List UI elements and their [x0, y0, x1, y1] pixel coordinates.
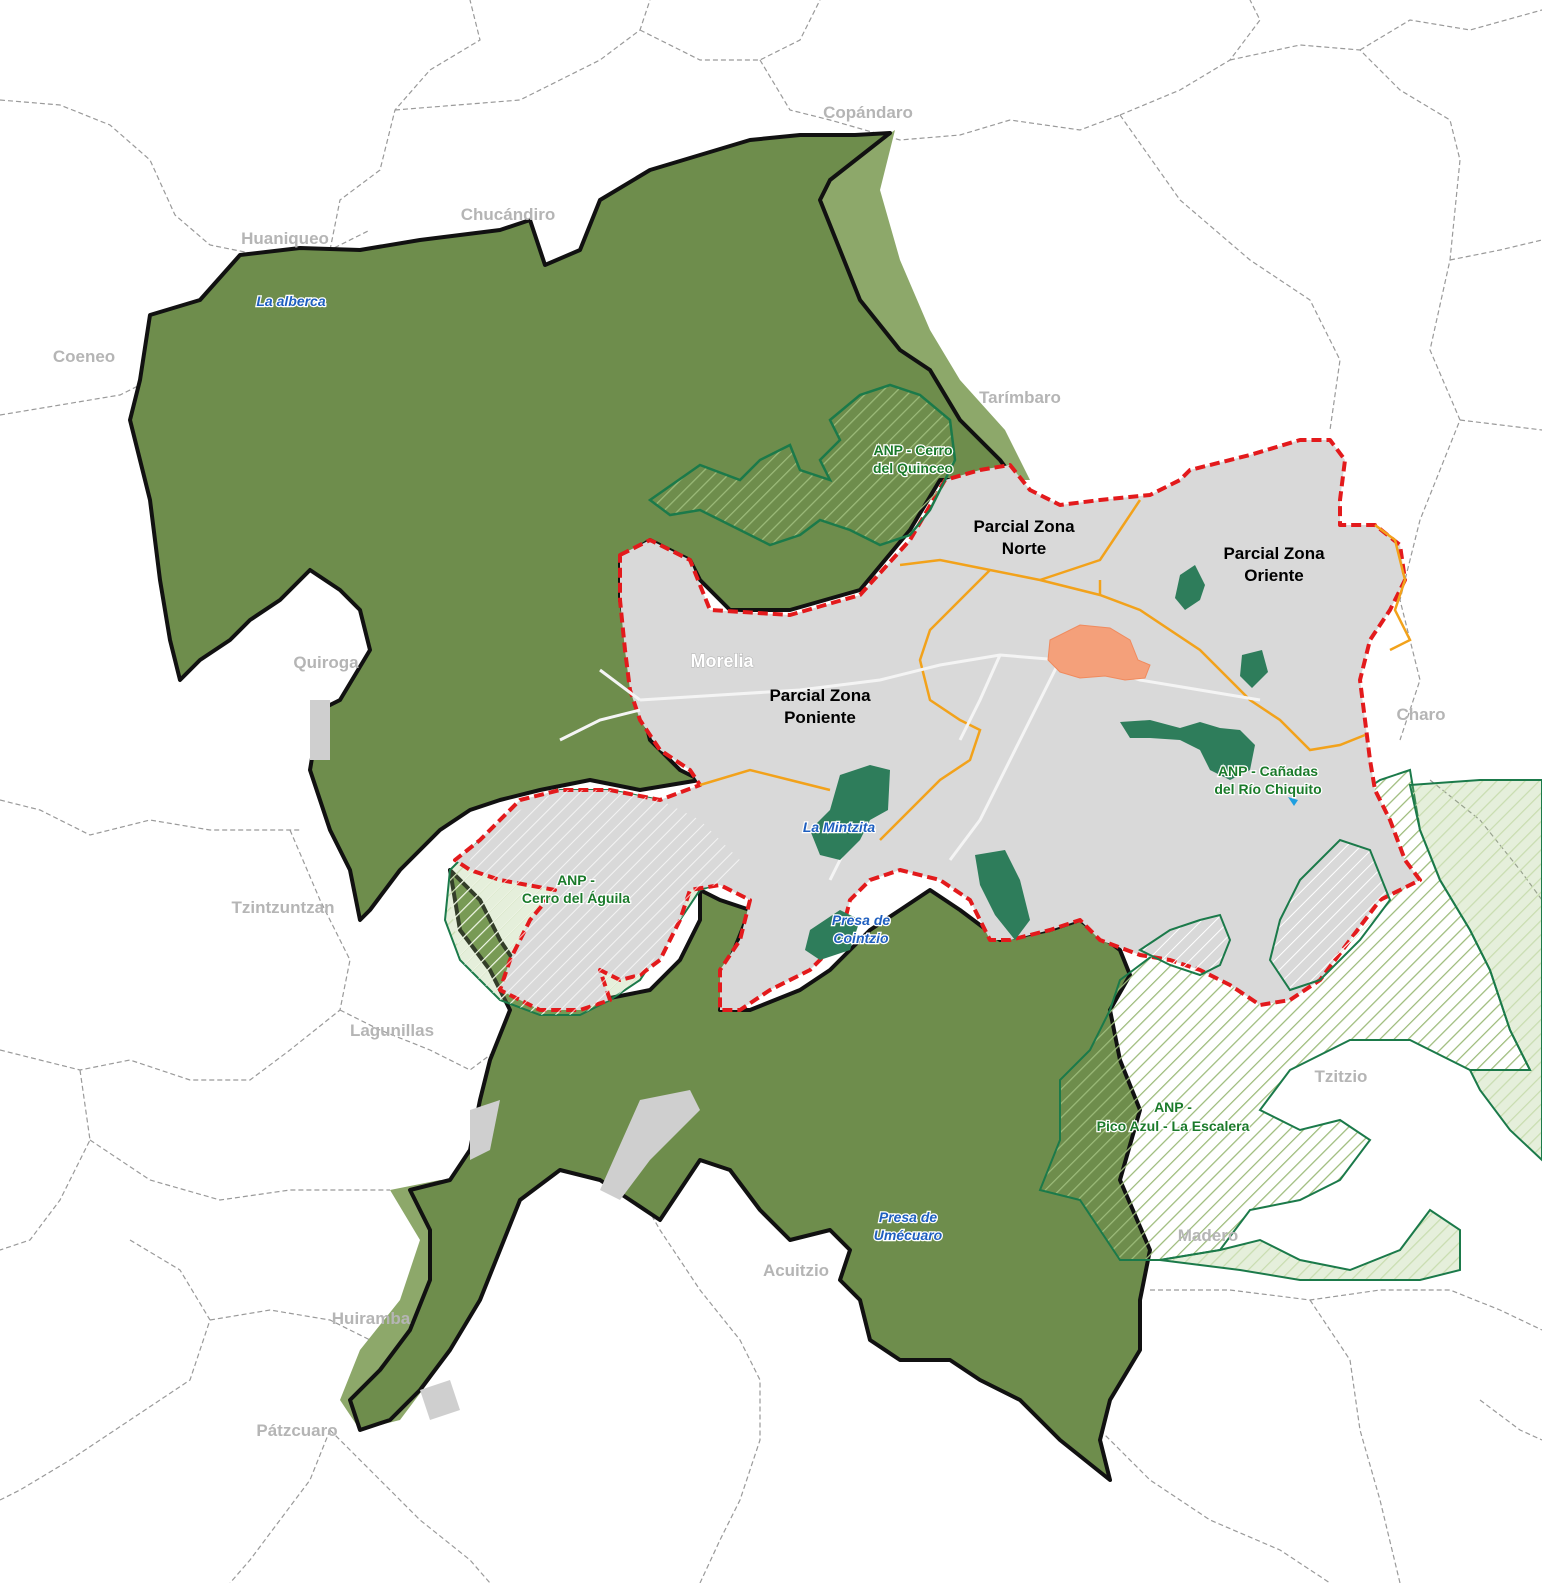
park-patches — [805, 565, 1268, 960]
label-zona-norte-1: Parcial Zona — [973, 517, 1075, 536]
label-anp-quinceo-2: del Quinceo — [873, 460, 953, 476]
label-lagunillas: Lagunillas — [350, 1021, 434, 1040]
anp-aguila-urban-hatch — [450, 790, 740, 1015]
historic-center — [1047, 624, 1151, 681]
label-chucandiro: Chucándiro — [461, 205, 555, 224]
label-copandaro: Copándaro — [823, 103, 913, 122]
zone-dividers — [699, 499, 1412, 841]
label-anp-pico-azul-1: ANP - — [1154, 1099, 1192, 1115]
anp-east-urban-hatch — [1268, 838, 1392, 992]
label-acuitzio: Acuitzio — [763, 1261, 829, 1280]
water-body — [1288, 797, 1298, 806]
label-presa-cointzio-1: Presa de — [832, 912, 891, 928]
label-tzitzio: Tzitzio — [1315, 1067, 1368, 1086]
anp-labels: ANP - Cerro del Quinceo ANP - Cañadas de… — [521, 441, 1323, 1136]
municipality-labels: Copándaro Chucándiro Huaniqueo Coeneo Ta… — [53, 103, 1446, 1440]
label-morelia: Morelia — [690, 651, 754, 671]
terrain-gray-bits — [310, 700, 700, 1420]
label-anp-aguila-2: Cerro del Águila — [522, 890, 630, 906]
label-huiramba: Huiramba — [332, 1309, 411, 1328]
water-labels: La alberca La Mintzita Presa de Cointzio… — [255, 292, 944, 1245]
label-tzintzuntzan: Tzintzuntzan — [232, 898, 335, 917]
label-zona-norte-2: Norte — [1002, 539, 1046, 558]
label-huaniqueo: Huaniqueo — [241, 229, 329, 248]
label-presa-umecuaro-2: Umécuaro — [874, 1227, 943, 1243]
forest-halo — [820, 130, 1030, 480]
label-madero: Madero — [1178, 1226, 1238, 1245]
label-anp-canadas-2: del Río Chiquito — [1214, 781, 1321, 797]
anp-south-urban-hatch — [1138, 913, 1232, 977]
label-quiroga: Quiroga — [293, 653, 359, 672]
label-anp-aguila-1: ANP - — [557, 872, 595, 888]
label-anp-canadas-1: ANP - Cañadas — [1218, 763, 1318, 779]
zone-labels: Parcial Zona Norte Parcial Zona Oriente … — [769, 517, 1325, 727]
label-presa-umecuaro-1: Presa de — [879, 1209, 938, 1225]
label-anp-pico-azul-2: Pico Azul - La Escalera — [1097, 1118, 1250, 1134]
label-coeneo: Coeneo — [53, 347, 115, 366]
label-tarimbaro: Tarímbaro — [979, 388, 1061, 407]
label-zona-poniente-2: Poniente — [784, 708, 856, 727]
anp-madero-area — [1159, 1208, 1461, 1281]
label-anp-quinceo-1: ANP - Cerro — [873, 442, 952, 458]
label-charo: Charo — [1396, 705, 1445, 724]
label-la-mintzita: La Mintzita — [803, 819, 876, 835]
anp-pico-azul-area — [1038, 768, 1532, 1261]
label-zona-poniente-1: Parcial Zona — [769, 686, 871, 705]
label-la-alberca: La alberca — [256, 293, 325, 309]
label-presa-cointzio-2: Cointzio — [833, 930, 889, 946]
anp-pico-azul-outer — [1408, 779, 1542, 1162]
label-patzcuaro: Pátzcuaro — [256, 1421, 337, 1440]
label-zona-oriente-1: Parcial Zona — [1223, 544, 1325, 563]
anp-quinceo-area — [647, 383, 957, 547]
label-zona-oriente-2: Oriente — [1244, 566, 1304, 585]
